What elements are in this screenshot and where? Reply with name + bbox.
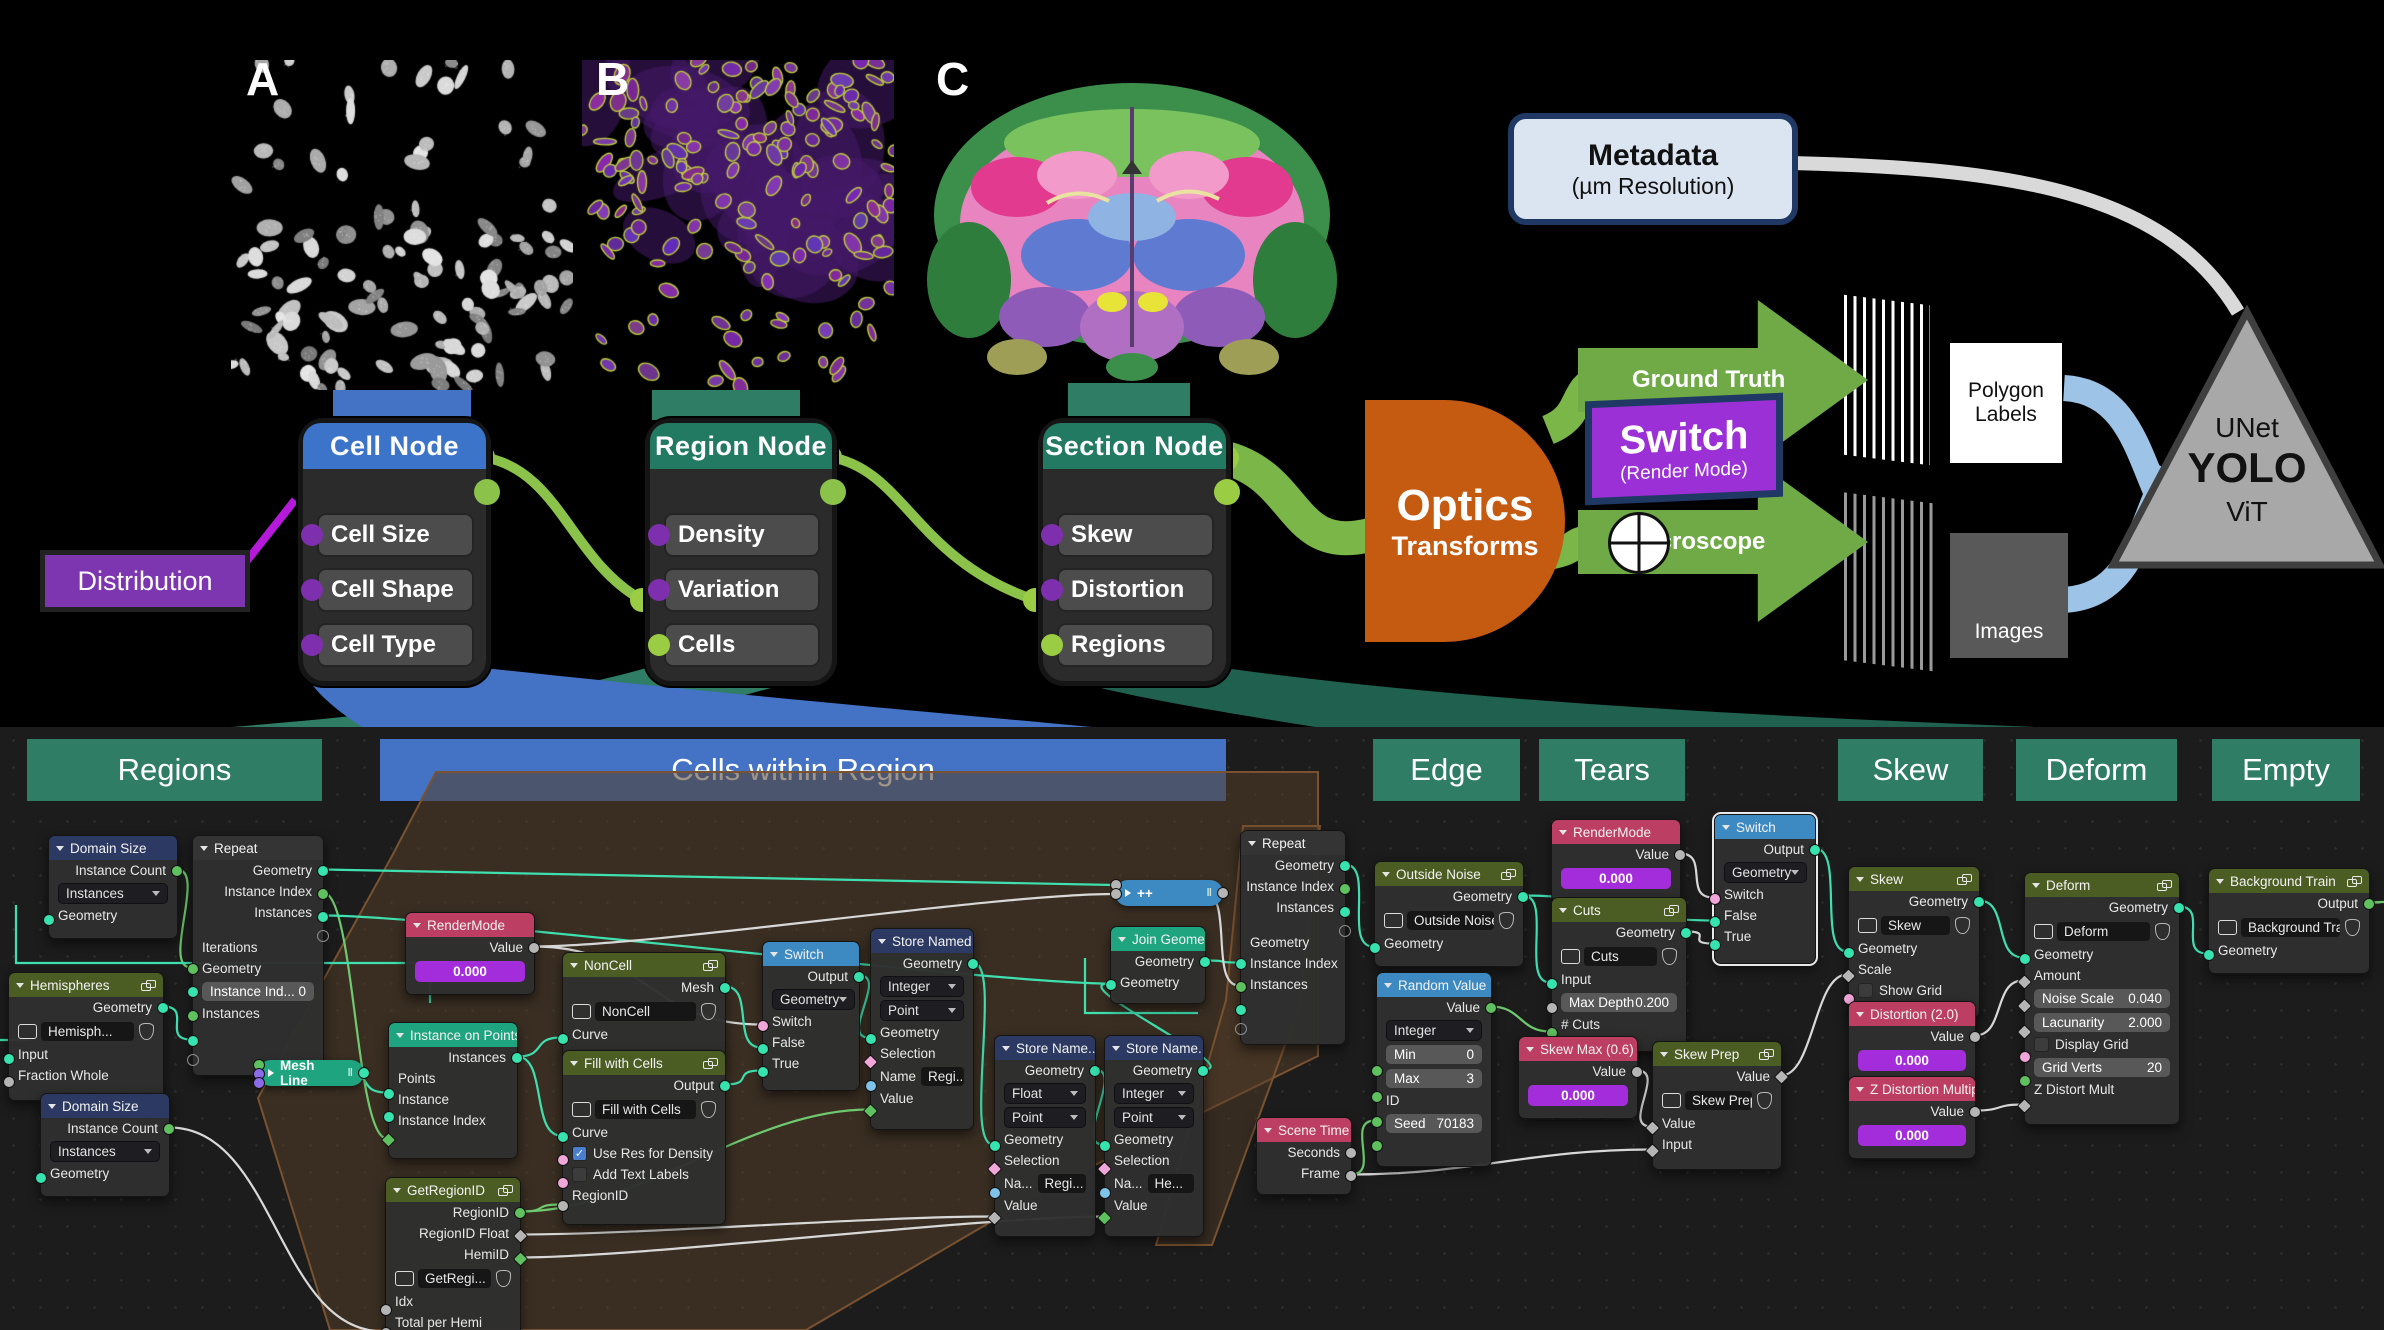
model-vit-label: ViT — [2226, 496, 2268, 527]
section-header-cells-within-region: Cells within Region — [380, 739, 1226, 801]
cells-grayscale-image — [231, 60, 573, 390]
image-stack-fan — [1844, 492, 1936, 672]
crosshair-icon — [1608, 512, 1670, 574]
switch-subtitle: (Render Mode) — [1620, 457, 1748, 485]
optics-transforms-box: Optics Transforms — [1365, 400, 1565, 642]
ribbon-section-optics — [1220, 441, 1375, 556]
cell-node-output-socket — [474, 479, 500, 505]
section-header-empty: Empty — [2212, 739, 2360, 801]
panel-letter-a: A — [246, 53, 280, 105]
optics-subtitle: Transforms — [1391, 530, 1539, 561]
section-header-tears: Tears — [1539, 739, 1685, 801]
ground-truth-label: Ground Truth — [1632, 366, 1786, 393]
images-text: Images — [1974, 620, 2044, 643]
region-node-output-socket — [820, 479, 846, 505]
model-unet-label: UNet — [2215, 412, 2279, 443]
region_node-input-variation: Variation — [648, 568, 820, 612]
section-header-regions: Regions — [27, 739, 322, 801]
region-node-title: Region Node — [650, 423, 832, 469]
input-socket — [301, 579, 323, 601]
distribution-box: Distribution — [40, 550, 250, 612]
panel-letter-b: B — [596, 53, 630, 105]
funnel-cells — [302, 668, 1226, 740]
input-socket — [648, 634, 670, 656]
metadata-box: Metadata (µm Resolution) — [1508, 113, 1798, 225]
section-node-output-socket — [1214, 479, 1240, 505]
optics-title: Optics — [1396, 480, 1534, 530]
switch-title: Switch — [1619, 412, 1749, 463]
region_node-input-density: Density — [648, 513, 820, 557]
cell_node-input-cell-shape: Cell Shape — [301, 568, 474, 612]
region_node-input-cells: Cells — [648, 623, 820, 667]
input-socket — [1041, 524, 1063, 546]
wire-region-section — [829, 452, 1037, 605]
ribbon-metadata-model — [1787, 156, 2245, 316]
wire-cell-region — [482, 452, 645, 605]
switch-render-mode-box: Switch (Render Mode) — [1585, 392, 1783, 506]
model-yolo-label: YOLO — [2187, 444, 2307, 491]
node-editor-panel: Regions Cells within Region Edge Tears Skew D… — [0, 727, 2384, 1330]
cell-node-title: Cell Node — [303, 423, 486, 469]
polygon-labels-box: Polygon Labels — [1950, 343, 2062, 463]
metadata-subtitle: (µm Resolution) — [1571, 172, 1735, 199]
funnel-section — [1040, 668, 2368, 740]
input-socket — [648, 579, 670, 601]
input-socket — [1041, 579, 1063, 601]
cell_node-input-cell-type: Cell Type — [301, 623, 474, 667]
section-header-deform: Deform — [2016, 739, 2177, 801]
cell_node-input-cell-size: Cell Size — [301, 513, 474, 557]
panel-letter-c: C — [936, 53, 970, 105]
section_node-input-regions: Regions — [1041, 623, 1214, 667]
images-box: Images — [1950, 533, 2068, 658]
metadata-title: Metadata — [1587, 138, 1719, 172]
input-socket — [1041, 634, 1063, 656]
brain-section-image — [927, 83, 1337, 381]
section_node-input-skew: Skew — [1041, 513, 1214, 557]
section-header-skew: Skew — [1838, 739, 1983, 801]
section-node-title: Section Node — [1043, 423, 1226, 469]
cells-labeled-image — [582, 60, 894, 390]
input-socket — [301, 524, 323, 546]
section_node-input-distortion: Distortion — [1041, 568, 1214, 612]
input-socket — [301, 634, 323, 656]
section-header-edge: Edge — [1373, 739, 1520, 801]
input-socket — [648, 524, 670, 546]
polygon-labels-text: Polygon Labels — [1968, 379, 2044, 426]
model-triangle — [2107, 304, 2384, 569]
